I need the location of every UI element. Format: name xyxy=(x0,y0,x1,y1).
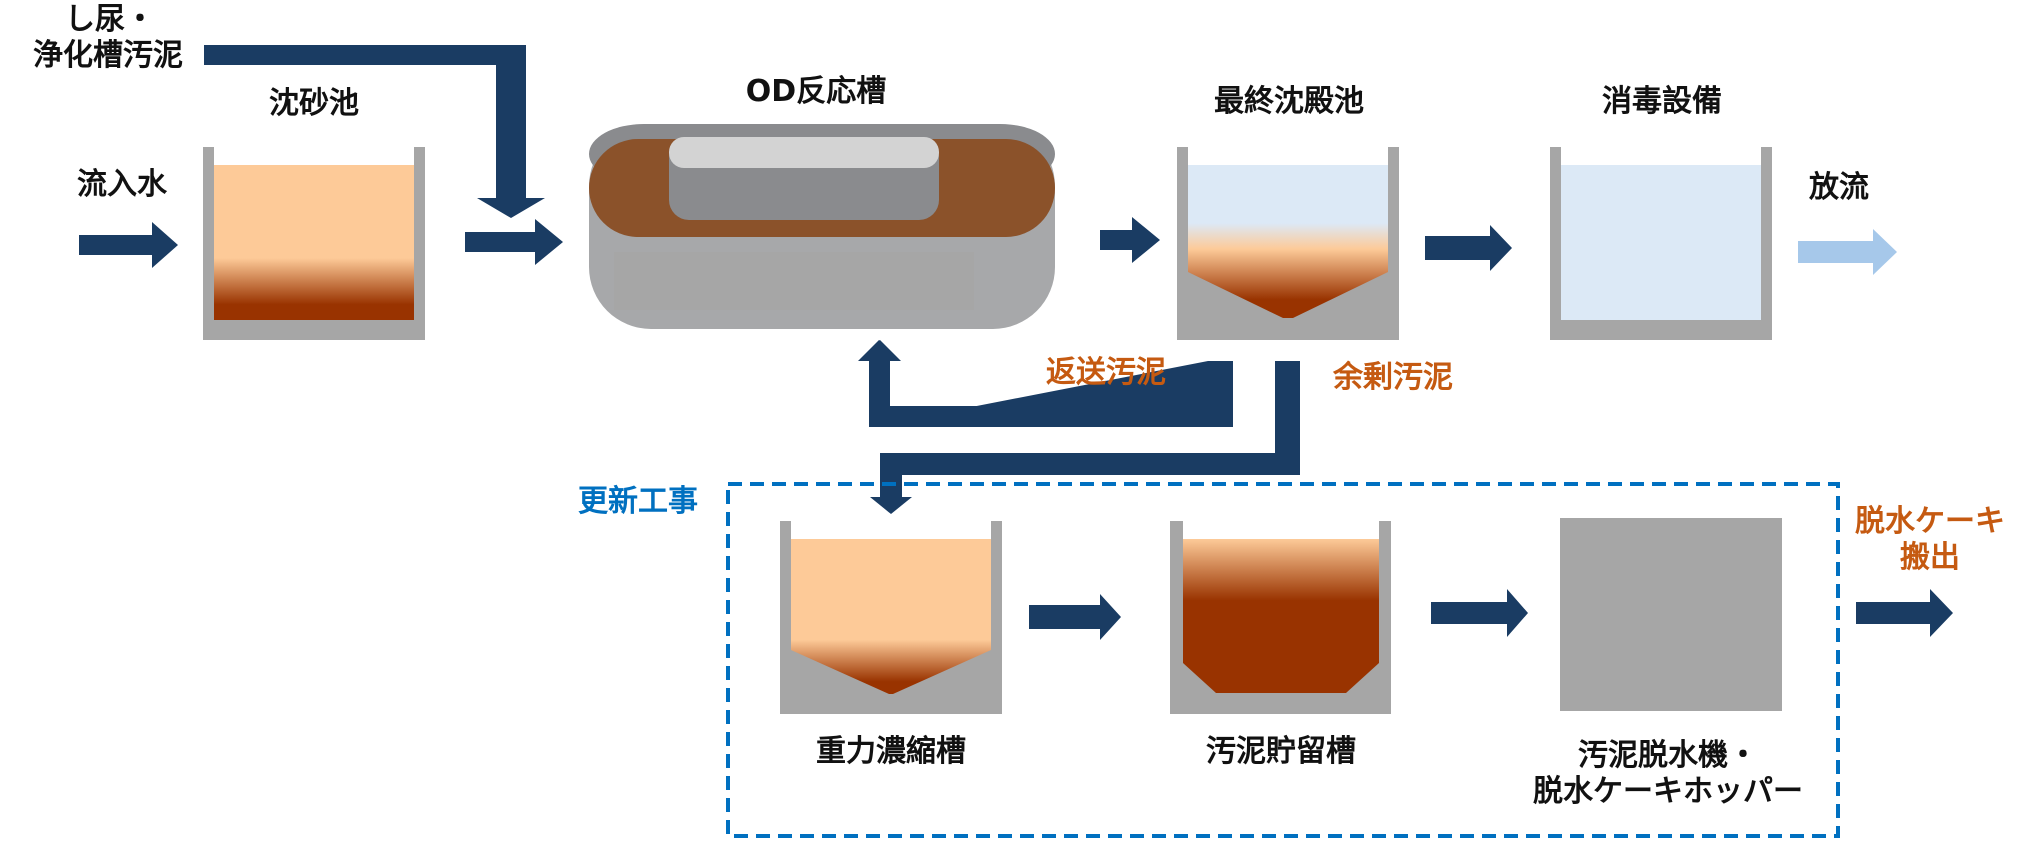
grit-chamber-label: 沈砂池 xyxy=(269,86,359,121)
dewatering-label-line1: 汚泥脱水機・ xyxy=(1578,738,1758,773)
storage-to-dewatering-arrow xyxy=(1431,589,1528,637)
cake-out-label-line1: 脱水ケーキ xyxy=(1855,504,2005,539)
final-settling-tank xyxy=(1177,147,1399,340)
inflow-label: 流入水 xyxy=(77,167,167,202)
disinfection-tank xyxy=(1550,147,1772,340)
gravity-thickener-tank xyxy=(780,521,1002,714)
return-sludge-arrow-body xyxy=(858,340,1233,427)
return-sludge-label: 返送汚泥 xyxy=(1046,355,1166,390)
sludge-storage-tank xyxy=(1170,521,1391,714)
grit-chamber-tank xyxy=(203,147,425,340)
night-soil-arrow xyxy=(204,45,545,218)
return-sludge-arrow xyxy=(859,340,1233,427)
dewatering-machine xyxy=(1560,518,1782,711)
gravity-thickener-label: 重力濃縮槽 xyxy=(816,734,966,769)
inflow-arrow xyxy=(79,222,178,268)
grit-to-od-arrow xyxy=(465,219,563,265)
final-settling-label: 最終沈殿池 xyxy=(1214,84,1364,119)
discharge-label: 放流 xyxy=(1809,170,1869,205)
od-reactor-label: OD反応槽 xyxy=(745,74,887,109)
sludge-storage-label: 汚泥貯留槽 xyxy=(1206,734,1356,769)
final-to-disinfection-arrow xyxy=(1425,225,1512,271)
renewal-work-label: 更新工事 xyxy=(578,484,698,519)
od-to-final-arrow xyxy=(1100,217,1160,263)
renewal-work-boundary xyxy=(726,482,1840,838)
od-reactor-tank xyxy=(589,124,1055,329)
night-soil-label-line1: し尿・ xyxy=(65,2,155,37)
excess-sludge-label: 余剰汚泥 xyxy=(1333,360,1453,395)
disinfection-label: 消毒設備 xyxy=(1602,84,1722,119)
discharge-arrow xyxy=(1798,229,1897,275)
thickener-to-storage-arrow xyxy=(1029,594,1121,640)
dewatering-label-line2: 脱水ケーキホッパー xyxy=(1533,774,1803,809)
cake-out-arrow xyxy=(1856,589,1953,637)
cake-out-label-line2: 搬出 xyxy=(1900,540,1960,575)
night-soil-label-line2: 浄化槽汚泥 xyxy=(33,38,183,73)
